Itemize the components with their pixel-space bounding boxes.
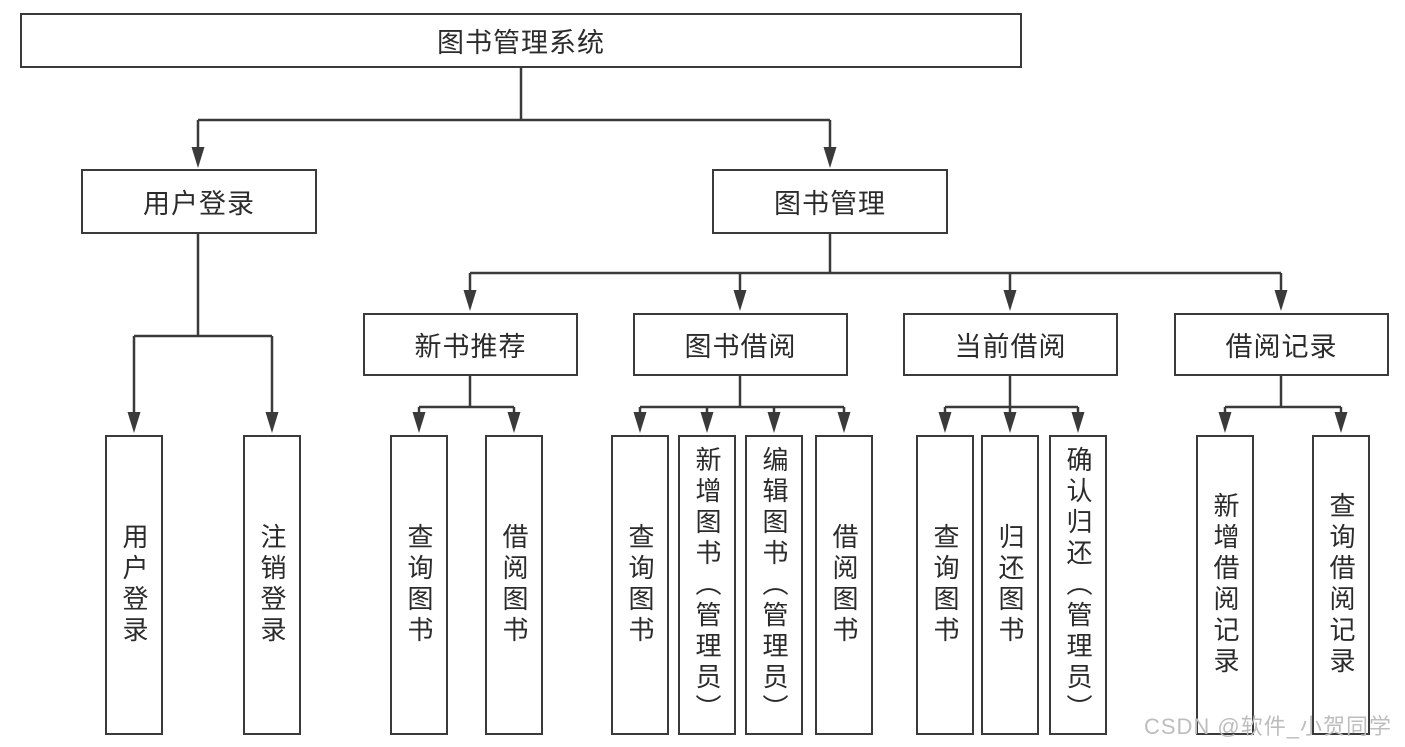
- connector-management-to-level3: [463, 234, 1288, 311]
- arrowhead: [191, 147, 205, 168]
- leaf-label: 查询图书: [625, 523, 655, 647]
- connector-records-to-leaves: [1218, 376, 1348, 433]
- arrowhead: [127, 412, 141, 433]
- leaf-label: 新增借阅记录: [1210, 492, 1240, 678]
- arrowhead: [1274, 290, 1288, 311]
- arrowhead: [938, 412, 952, 433]
- leaf-borrow-books: 借阅图书: [815, 435, 873, 735]
- leaf-borrow-books-recommend: 借阅图书: [485, 435, 543, 735]
- node-current-borrow: 当前借阅: [903, 313, 1118, 376]
- node-new-book-recommend: 新书推荐: [363, 313, 578, 376]
- arrowhead: [265, 412, 279, 433]
- connector-login-to-leaves: [127, 234, 279, 433]
- arrowhead: [1003, 412, 1017, 433]
- leaf-add-borrow-record: 新增借阅记录: [1196, 435, 1254, 735]
- leaf-label: 用户登录: [119, 523, 149, 647]
- node-root: 图书管理系统: [20, 13, 1022, 68]
- leaf-logout: 注销登录: [243, 435, 301, 735]
- leaf-query-books-recommend: 查询图书: [390, 435, 448, 735]
- leaf-label: 借阅图书: [499, 523, 529, 647]
- connector-bookborrow-to-leaves: [633, 376, 851, 433]
- leaf-query-books-borrow: 查询图书: [611, 435, 669, 735]
- leaf-label: 查询图书: [930, 523, 960, 647]
- arrowhead: [633, 412, 647, 433]
- leaf-edit-book-admin: 编辑图书（管理员）: [745, 435, 803, 735]
- node-user-login: 用户登录: [81, 169, 317, 234]
- leaf-label: 借阅图书: [829, 523, 859, 647]
- connector-currentborrow-to-leaves: [938, 376, 1085, 433]
- arrowhead: [507, 412, 521, 433]
- node-book-borrow: 图书借阅: [633, 313, 848, 376]
- arrowhead: [823, 147, 837, 168]
- leaf-label: 编辑图书（管理员）: [759, 445, 789, 725]
- leaf-label: 查询图书: [404, 523, 434, 647]
- arrowhead: [700, 412, 714, 433]
- leaf-label: 新增图书（管理员）: [692, 445, 722, 725]
- leaf-return-books: 归还图书: [981, 435, 1039, 735]
- leaf-user-login: 用户登录: [105, 435, 163, 735]
- arrowhead: [463, 290, 477, 311]
- leaf-label: 确认归还（管理员）: [1063, 445, 1093, 725]
- leaf-confirm-return-admin: 确认归还（管理员）: [1049, 435, 1107, 735]
- arrowhead: [837, 412, 851, 433]
- arrowhead: [1071, 412, 1085, 433]
- arrowhead: [412, 412, 426, 433]
- leaf-label: 查询借阅记录: [1326, 492, 1356, 678]
- leaf-label: 注销登录: [257, 523, 287, 647]
- arrowhead: [1003, 290, 1017, 311]
- leaf-query-borrow-record: 查询借阅记录: [1312, 435, 1370, 735]
- connector-newbook-to-leaves: [412, 376, 521, 433]
- arrowhead: [1334, 412, 1348, 433]
- node-borrow-records: 借阅记录: [1174, 313, 1389, 376]
- connector-root-to-level2: [191, 68, 837, 168]
- leaf-label: 归还图书: [995, 523, 1025, 647]
- arrowhead: [733, 290, 747, 311]
- leaf-query-books-current: 查询图书: [916, 435, 974, 735]
- csdn-watermark: CSDN @软件_小贺同学: [1143, 714, 1392, 739]
- arrowhead: [767, 412, 781, 433]
- arrowhead: [1218, 412, 1232, 433]
- node-book-management: 图书管理: [712, 169, 948, 234]
- leaf-add-book-admin: 新增图书（管理员）: [678, 435, 736, 735]
